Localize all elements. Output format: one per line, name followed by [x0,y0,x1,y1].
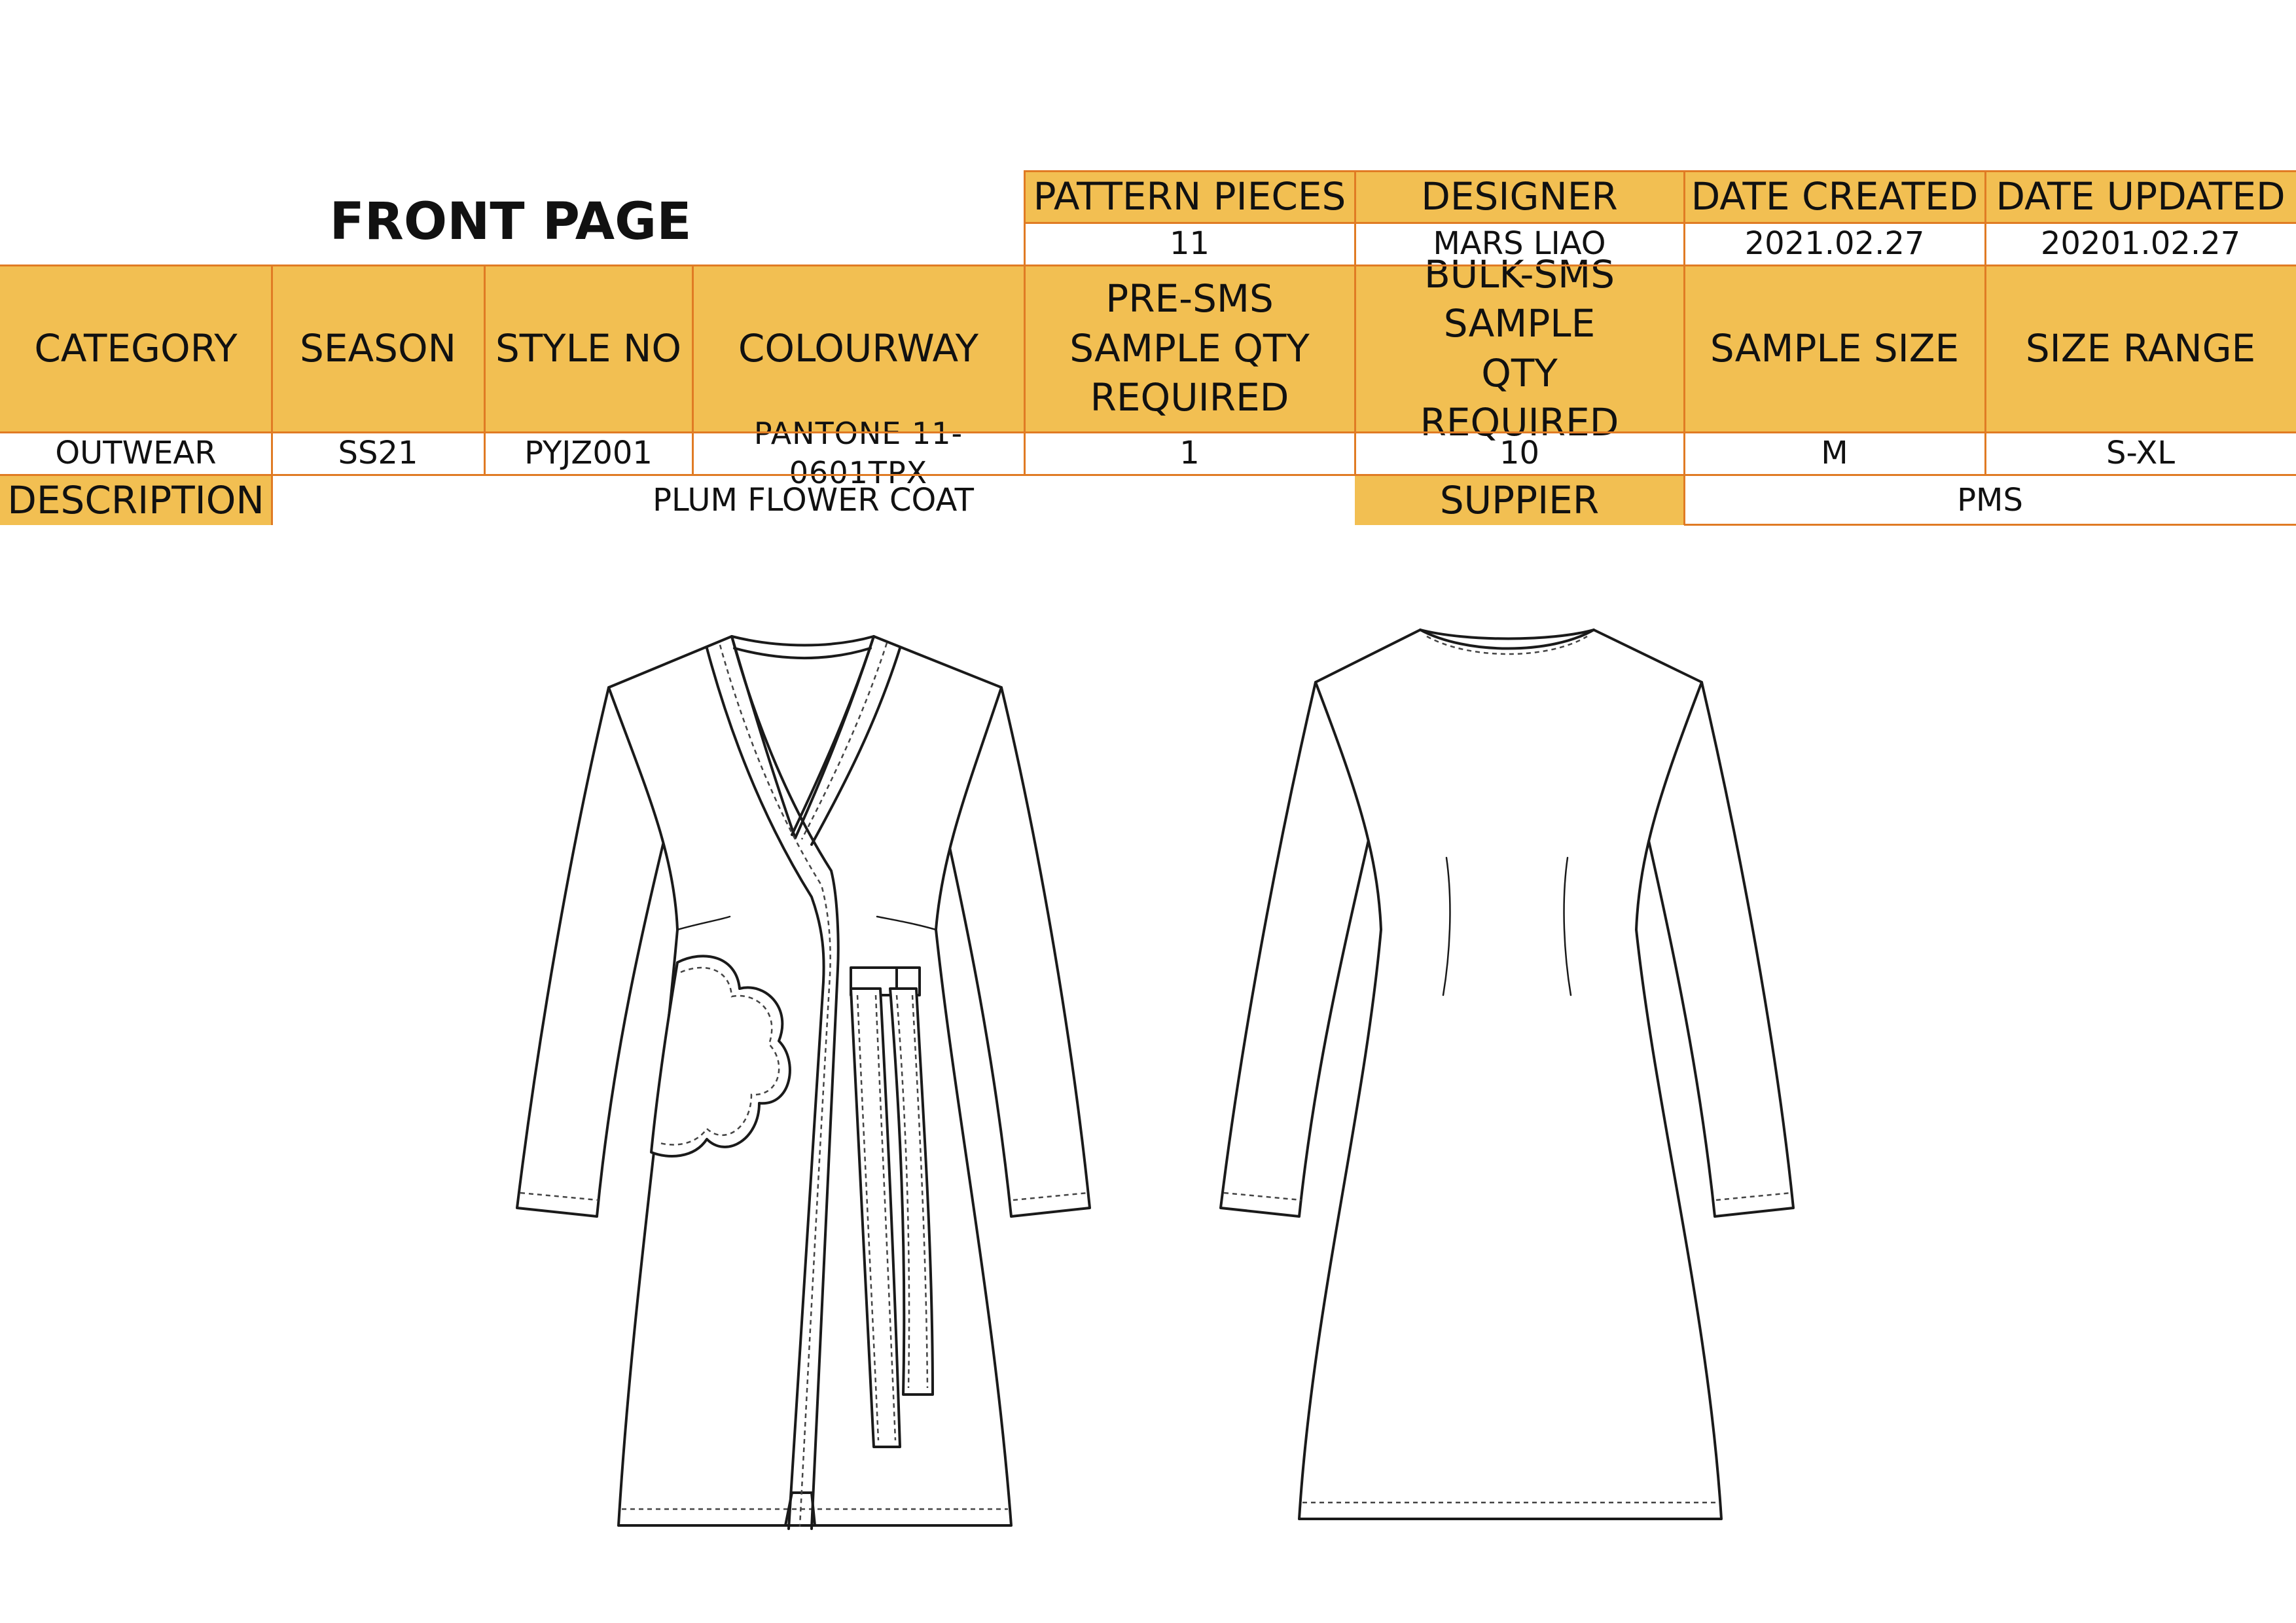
table-rule [1684,524,2296,526]
table-rule [1683,170,1685,525]
value-designer: MARS LIAO [1433,225,1606,263]
header-style-no: STYLE NO [484,265,692,432]
page-title: FRONT PAGE [329,192,692,252]
value-season: SS21 [338,435,418,472]
label-supplier: SUPPIER [1355,476,1684,525]
header-category: CATEGORY [0,265,272,432]
table-rule [0,431,2296,433]
value-description: PLUM FLOWER COAT [653,482,974,519]
header-designer: DESIGNER [1355,172,1684,223]
value-sample-size: M [1821,435,1848,472]
value-bulk-sms-qty: 10 [1499,435,1540,472]
table-rule [484,264,486,475]
table-rule [0,474,2296,476]
wrap-coat-back-sketch [1219,629,1795,1520]
header-pattern-pieces: PATTERN PIECES [1024,172,1355,223]
table-rule [1024,222,2296,224]
value-date-updated: 20201.02.27 [2040,225,2241,263]
header-colourway: COLOURWAY [692,265,1024,432]
header-season: SEASON [272,265,484,432]
header-size-range: SIZE RANGE [1985,265,2296,432]
table-rule [1024,170,1026,475]
value-category: OUTWEAR [55,435,217,472]
value-style-no: PYJZ001 [524,435,653,472]
header-sample-size: SAMPLE SIZE [1684,265,1985,432]
table-rule [1354,170,1356,475]
header-date-updated: DATE UPDATED [1985,172,2296,223]
header-date-created: DATE CREATED [1684,172,1985,223]
value-size-range: S-XL [2106,435,2176,472]
table-rule [1024,170,2296,172]
table-rule [1984,170,1986,475]
value-supplier: PMS [1957,482,2023,519]
table-rule [692,264,694,475]
value-date-created: 2021.02.27 [1744,225,1925,263]
header-pre-sms-qty: PRE-SMS SAMPLE QTY REQUIRED [1024,265,1355,432]
value-pattern-pieces: 11 [1169,225,1210,263]
table-rule [271,264,273,525]
table-rule [0,264,2296,266]
wrap-coat-front-sketch [516,635,1091,1530]
label-description: DESCRIPTION [0,476,272,525]
value-pre-sms-qty: 1 [1179,435,1200,472]
